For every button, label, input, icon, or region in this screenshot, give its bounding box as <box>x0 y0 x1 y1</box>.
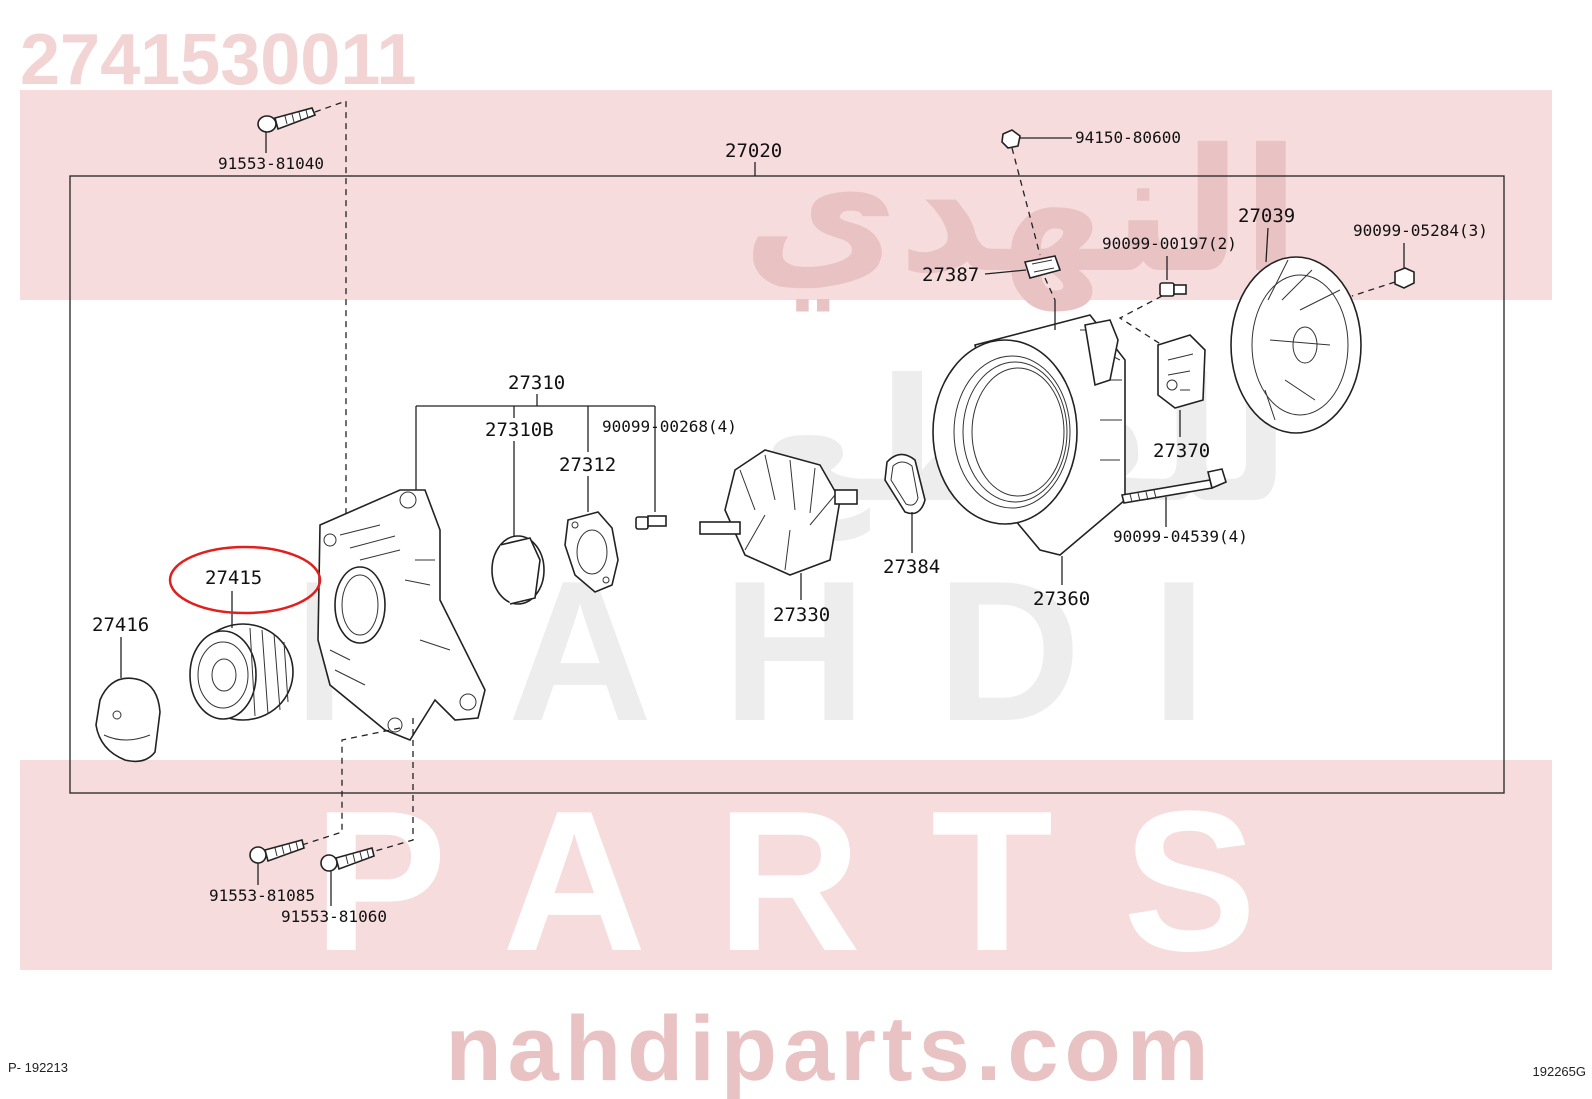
label-27310: 27310 <box>508 372 565 394</box>
dash-90099-05284 <box>1351 281 1396 297</box>
dash-90099-00197 <box>1118 295 1163 346</box>
footer-right-code: 192265G <box>1533 1064 1587 1079</box>
label-27330: 27330 <box>773 604 830 626</box>
label-91553-81085: 91553-81085 <box>209 886 315 905</box>
label-27039: 27039 <box>1238 205 1295 227</box>
watermark: النهدي للقطع NAHDI PARTS nahdiparts.com <box>20 90 1552 1099</box>
label-90099-00197: 90099-00197(2) <box>1102 234 1237 253</box>
label-91553-81040: 91553-81040 <box>218 154 324 173</box>
retainer-plate-27312 <box>564 511 619 593</box>
highlight-27415 <box>168 545 322 615</box>
insulator-27387 <box>1023 255 1062 279</box>
label-27312: 27312 <box>559 454 616 476</box>
watermark-arabic-top: النهدي <box>742 117 1300 312</box>
footer-left-code: P- 192213 <box>8 1060 68 1075</box>
watermark-site: nahdiparts.com <box>445 998 1214 1099</box>
through-bolt-90099-04539 <box>1121 468 1227 504</box>
bolt-91553-81085 <box>249 839 305 864</box>
label-90099-04539: 90099-04539(4) <box>1113 527 1248 546</box>
label-94150-80600: 94150-80600 <box>1075 128 1181 147</box>
rectifier-end-frame-27360 <box>932 300 1126 556</box>
bearing-27310B <box>491 535 545 605</box>
drive-end-frame <box>317 489 486 741</box>
label-27020: 27020 <box>725 140 782 162</box>
label-90099-00268: 90099-00268(4) <box>602 417 737 436</box>
bolt-91553-81040 <box>257 107 317 133</box>
dash-27387 <box>1044 277 1056 301</box>
dash-91553-81040 <box>314 100 347 520</box>
cap-27416 <box>95 677 161 763</box>
brush-holder-27370 <box>1157 334 1206 409</box>
label-27370: 27370 <box>1153 440 1210 462</box>
label-27310B: 27310B <box>485 419 554 441</box>
part-number-title: 2741530011 <box>20 20 416 100</box>
label-91553-81060: 91553-81060 <box>281 907 387 926</box>
rotor-27330 <box>699 449 858 576</box>
watermark-latin-parts: PARTS <box>314 770 1327 993</box>
watermark-band-bottom <box>20 760 1552 970</box>
nut-90099-05284 <box>1394 267 1415 289</box>
label-27416: 27416 <box>92 614 149 636</box>
assembly-box <box>69 175 1505 794</box>
bolt-90099-00197 <box>1159 282 1187 297</box>
bolt-91553-81060 <box>320 847 375 872</box>
dash-91553-81060 <box>371 718 414 853</box>
leader-27387 <box>984 269 1027 275</box>
gasket-27384 <box>884 453 926 515</box>
pulley-27415 <box>189 623 294 721</box>
label-27387: 27387 <box>922 264 979 286</box>
label-27415: 27415 <box>205 567 262 589</box>
nut-94150-80600 <box>1001 129 1021 149</box>
leader-27039 <box>1265 227 1269 263</box>
end-cover-27039 <box>1230 256 1362 434</box>
label-90099-05284: 90099-05284(3) <box>1353 221 1488 240</box>
dash-94150 <box>1011 147 1041 256</box>
screw-90099-00268 <box>635 515 667 530</box>
label-27384: 27384 <box>883 556 940 578</box>
label-27360: 27360 <box>1033 588 1090 610</box>
